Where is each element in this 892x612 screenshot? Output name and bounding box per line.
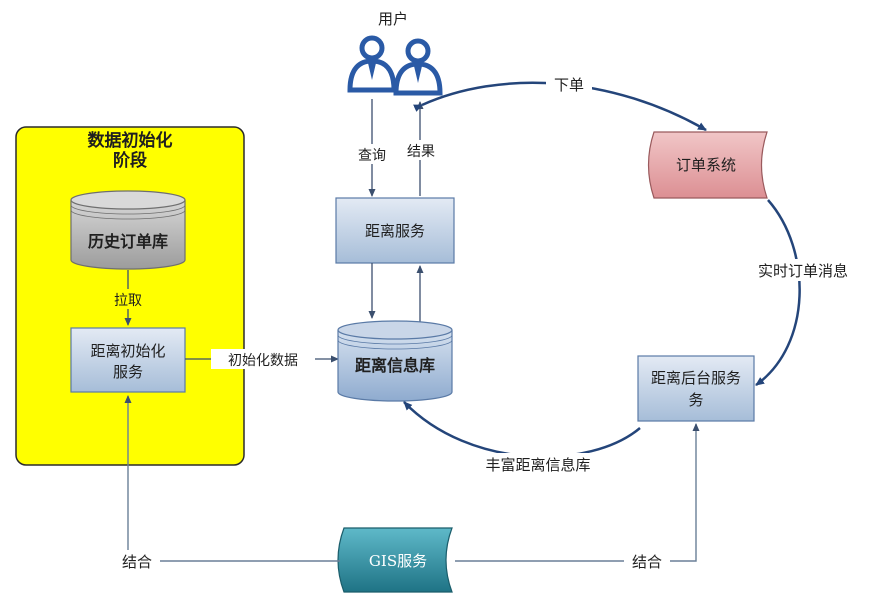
edge-label-pull: 拉取	[114, 293, 142, 309]
distance-init-service-line1: 距离初始化	[90, 342, 165, 360]
place-order-label-bg	[546, 73, 592, 95]
arrow-realtime-msg	[755, 199, 801, 387]
distance-init-service-box[interactable]: 距离初始化 服务	[70, 327, 186, 393]
history-order-db-label: 历史订单库	[88, 232, 168, 251]
edge-label-combine-left: 结合	[122, 553, 152, 571]
result-label-bg	[398, 140, 444, 160]
distance-init-service-line2: 服务	[113, 363, 143, 381]
order-system-label: 订单系统	[676, 156, 736, 174]
distance-backend-line1: 距离后台服务	[651, 369, 741, 387]
distance-service-box[interactable]: 距离服务	[335, 197, 455, 264]
arrow-enrich-db	[403, 401, 641, 458]
edge-label-init-data: 初始化数据	[228, 352, 298, 369]
edge-label-query: 查询	[358, 148, 386, 164]
gis-service-label: GIS服务	[369, 552, 427, 570]
distance-info-db-label: 距离信息库	[355, 356, 435, 375]
edge-label-result: 结果	[407, 144, 435, 160]
init-data-label-bg	[211, 349, 315, 369]
edge-label-place-order: 下单	[554, 76, 584, 94]
edge-label-enrich-db: 丰富距离信息库	[485, 456, 590, 474]
phase-title-line1: 数据初始化	[88, 130, 173, 151]
arrow-combine-right	[455, 423, 700, 562]
enrich-label-bg	[468, 453, 608, 475]
distance-service-label: 距离服务	[365, 222, 425, 240]
phase-title-line2: 阶段	[113, 150, 147, 171]
order-system-box[interactable]: 订单系统	[647, 131, 768, 199]
history-order-db[interactable]: 历史订单库	[70, 190, 186, 270]
combine-right-label-bg	[624, 550, 670, 572]
edge-label-combine-right: 结合	[632, 553, 662, 571]
realtime-msg-label-bg	[739, 259, 867, 281]
edge-label-realtime-msg: 实时订单消息	[758, 262, 848, 280]
distance-backend-line2: 务	[688, 391, 703, 409]
users-icon: 用户	[347, 10, 443, 96]
distance-backend-service-box[interactable]: 距离后台服务 务	[637, 355, 755, 422]
pull-label-bg	[104, 289, 150, 309]
user-label: 用户	[378, 10, 408, 28]
combine-left-label-bg	[114, 550, 160, 572]
distance-info-db[interactable]: 距离信息库	[337, 320, 453, 402]
query-label-bg	[349, 144, 395, 164]
gis-service-box[interactable]: GIS服务	[337, 527, 453, 593]
